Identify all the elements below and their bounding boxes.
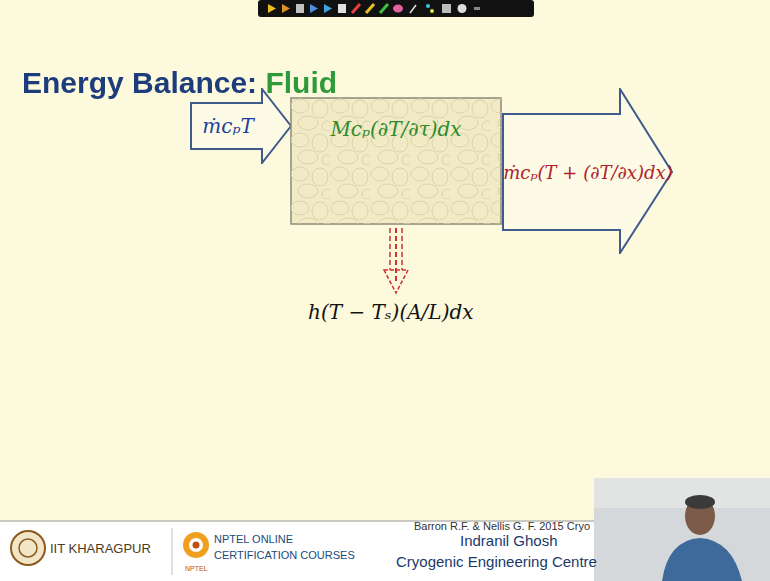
slide-title: Energy Balance: Fluid — [22, 66, 337, 100]
reference-note: Barron R.F. & Nellis G. F. 2015 Cryo — [414, 520, 590, 532]
nptel-logo — [183, 532, 209, 558]
equation-term: ṁcₚT — [202, 114, 254, 138]
control-volume-box-shape — [290, 97, 502, 225]
footer-divider — [172, 528, 173, 575]
course-name: CERTIFICATION COURSES — [214, 549, 355, 561]
heat-loss-arrowhead — [384, 270, 408, 293]
presenter-name: Indranil Ghosh — [460, 532, 558, 549]
institute-name: IIT KHARAGPUR — [50, 541, 151, 556]
heat-loss-arrow — [401, 228, 403, 270]
iit-logo — [11, 531, 45, 565]
equation-term: ṁcₚ(T + (∂T/∂x)dx) — [503, 162, 672, 183]
toolbar — [258, 0, 534, 17]
equation-term: Mcₚ(∂T/∂τ)dx — [330, 117, 461, 141]
logo-text: NPTEL — [185, 565, 208, 572]
control-volume-box: Mcₚ(∂T/∂τ)dx — [290, 97, 502, 225]
heat-loss-arrow — [395, 228, 397, 282]
outflow-arrow: ṁcₚ(T + (∂T/∂x)dx) — [502, 88, 674, 254]
presenter-video — [594, 478, 770, 581]
heat-transfer-term: h(T − Tₛ)(A/L)dx — [308, 300, 474, 324]
course-name: NPTEL ONLINE — [214, 533, 293, 545]
toolbar-icons — [268, 4, 480, 13]
heat-loss-arrow — [389, 228, 391, 270]
department-name: Cryogenic Engineering Centre — [396, 553, 597, 570]
